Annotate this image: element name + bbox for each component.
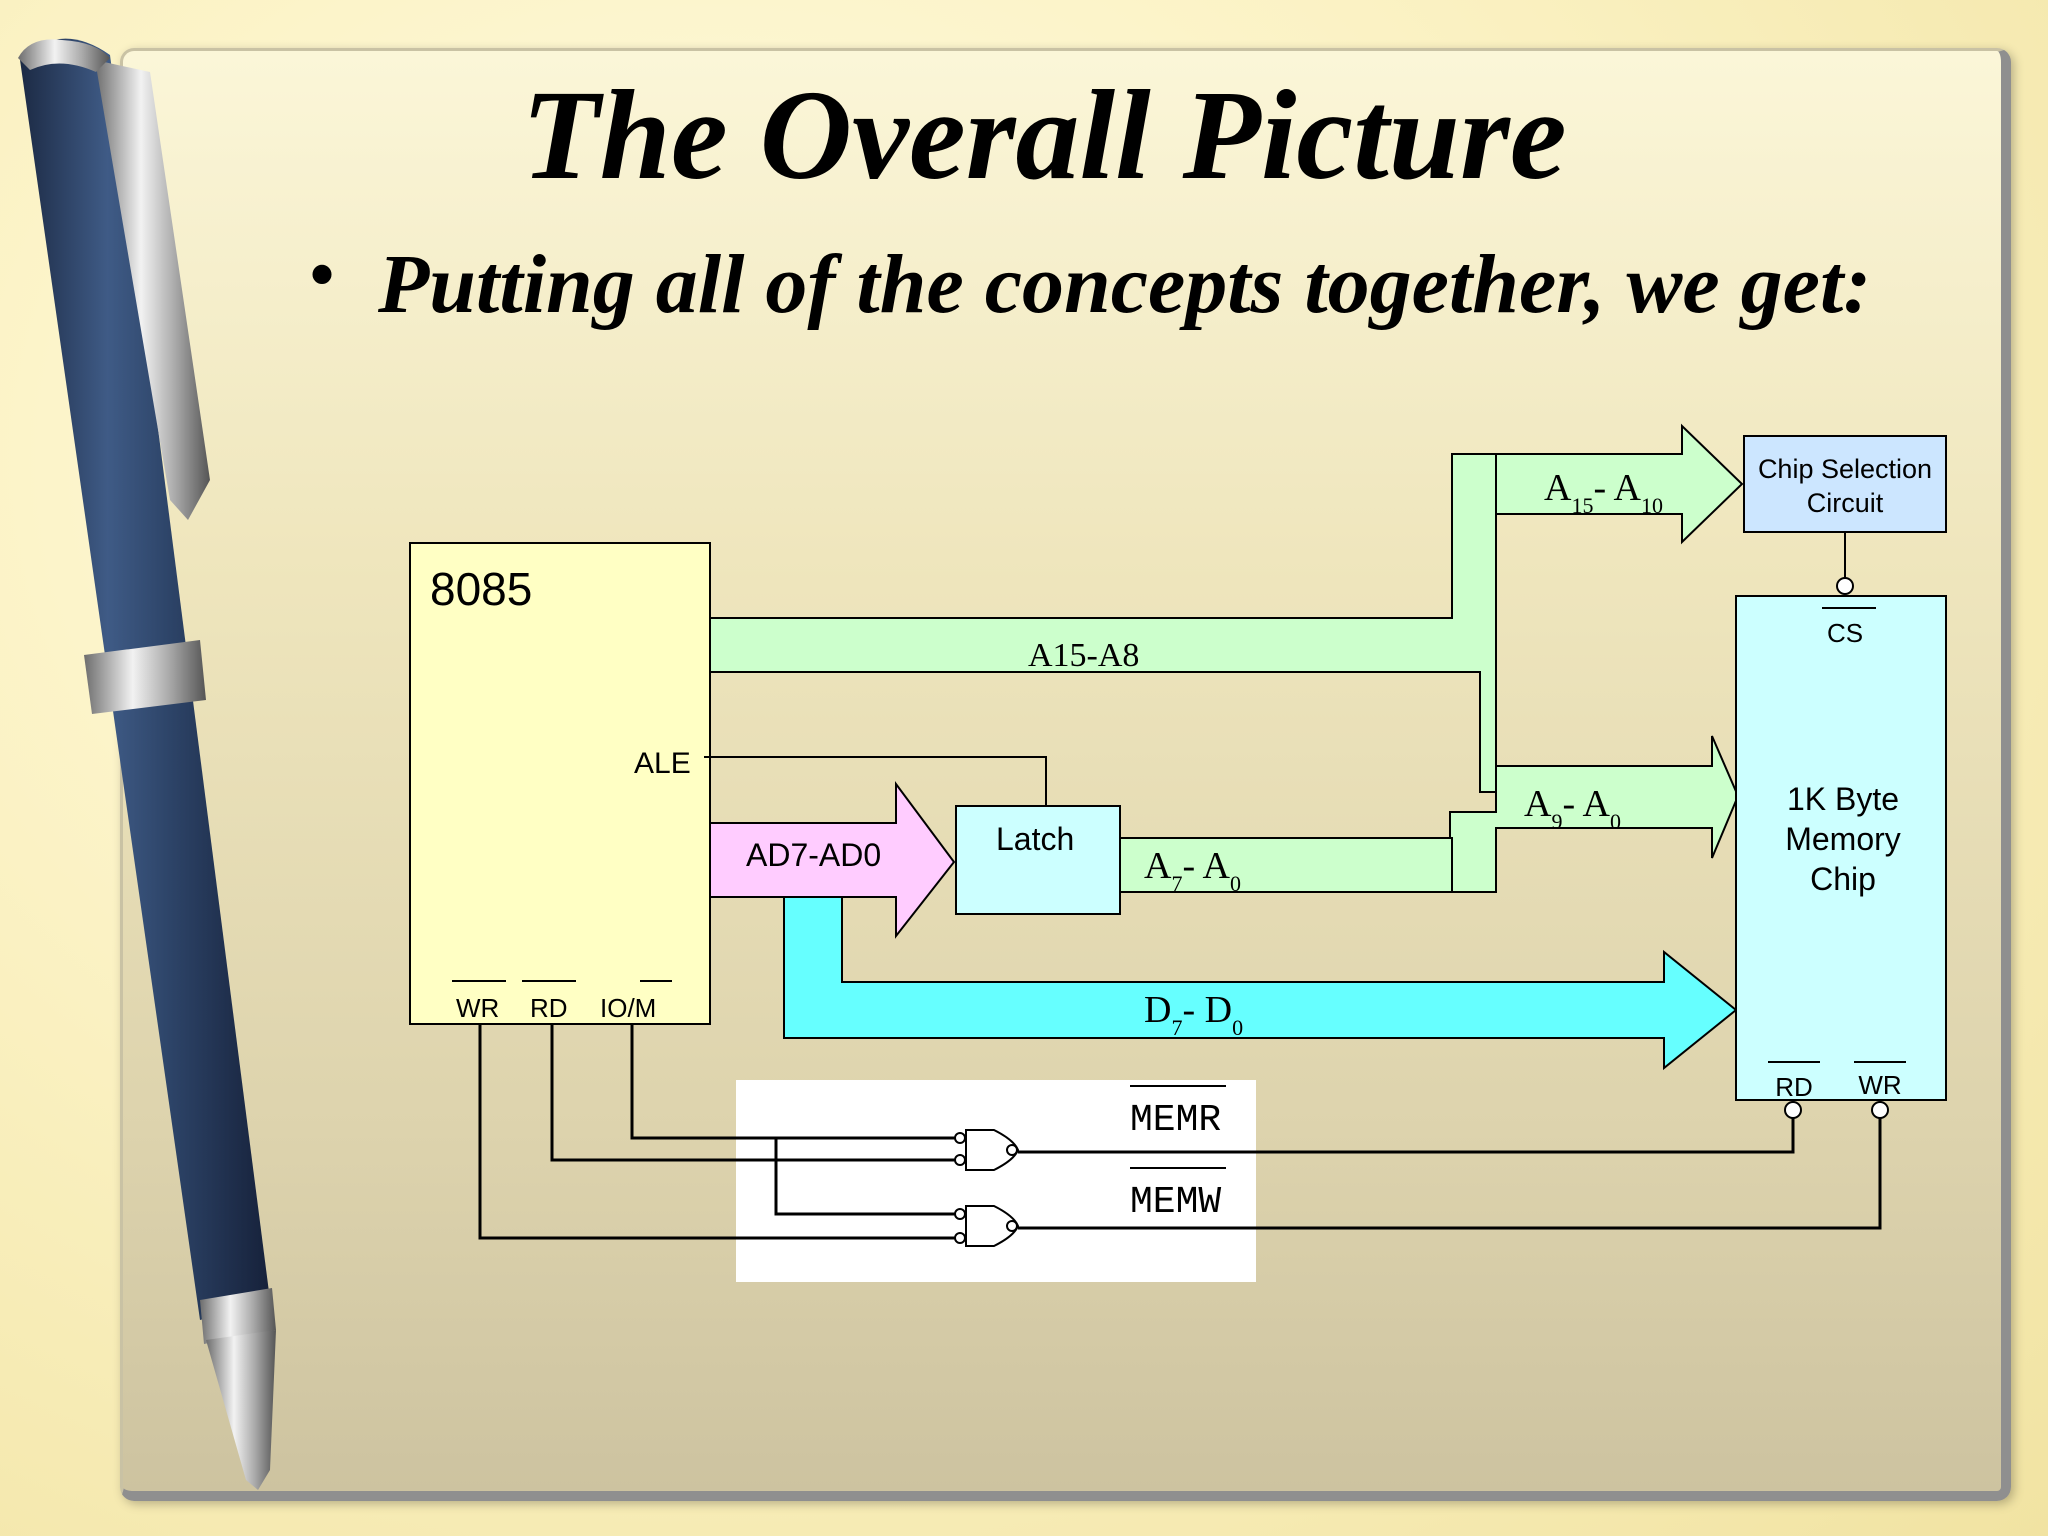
latch-output-label: A7- A0 [1144, 845, 1241, 896]
memr-input-bubble-2 [954, 1154, 966, 1166]
latch-block [955, 805, 1121, 915]
memr-label: MEMR [1130, 1099, 1221, 1142]
ale-line [704, 756, 1047, 806]
high-address-bus-label: A15-A8 [1028, 637, 1139, 674]
iom-control-line [630, 1024, 966, 1140]
rd-control-line [550, 1024, 966, 1162]
pen-tip [206, 1330, 276, 1490]
pen-cap-top [18, 39, 110, 72]
control-logic-panel [736, 1080, 1256, 1282]
memory-label-1: 1K Byte [1787, 781, 1899, 817]
memory-chip-block [1735, 595, 1947, 1101]
pen-bands [84, 640, 276, 1344]
low-address-arrow [1449, 735, 1740, 893]
memory-rd-bubble [1784, 1101, 1802, 1119]
iom-label: IO/M [600, 993, 656, 1023]
cs-bubble [1836, 577, 1854, 595]
memw-label: MEMW [1130, 1181, 1221, 1224]
bullet-text: Putting all of the concepts together, we… [378, 238, 1872, 331]
memw-output-bubble [1006, 1220, 1018, 1232]
cpu-8085-block [409, 542, 711, 1025]
iom-branch-line [774, 1138, 966, 1216]
memw-input-bubble-1 [954, 1208, 966, 1220]
latch-label: Latch [996, 821, 1074, 857]
page-title: The Overall Picture [521, 64, 1567, 206]
data-bus-arrow [783, 896, 1738, 1071]
memory-label-2: Memory [1785, 821, 1901, 857]
memr-input-bubble-1 [954, 1132, 966, 1144]
memory-rd-label: RD [1775, 1072, 1813, 1102]
memw-output-line [1018, 1118, 1882, 1230]
memw-input-bubble-2 [954, 1232, 966, 1244]
wr-control-line [478, 1024, 966, 1240]
chip-selection-block [1743, 435, 1947, 533]
chip-selection-label-2: Circuit [1807, 488, 1884, 518]
cpu-name-label: 8085 [430, 563, 532, 615]
memr-output-bubble [1006, 1144, 1018, 1156]
pen-clip [95, 60, 210, 520]
chip-select-address-label: A15- A10 [1544, 467, 1663, 518]
low-address-label: A9- A0 [1524, 783, 1621, 834]
memr-output-line [1018, 1118, 1795, 1154]
multiplexed-bus-arrow [709, 780, 956, 939]
chip-selection-label-1: Chip Selection [1758, 454, 1932, 484]
high-address-bus [709, 453, 1497, 793]
chip-select-address-arrow [1495, 423, 1744, 545]
latch-output-bus [1119, 837, 1453, 893]
wr-label: WR [456, 993, 499, 1023]
memory-label-3: Chip [1810, 861, 1876, 897]
memory-wr-bubble [1871, 1101, 1889, 1119]
data-bus-label: D7- D0 [1144, 989, 1243, 1040]
memory-wr-label: WR [1858, 1070, 1901, 1100]
multiplexed-bus-label: AD7-AD0 [746, 837, 881, 873]
bullet-point: • [308, 231, 337, 319]
ale-label: ALE [634, 747, 691, 780]
rd-label: RD [530, 993, 568, 1023]
memory-cs-label: CS [1827, 618, 1863, 648]
